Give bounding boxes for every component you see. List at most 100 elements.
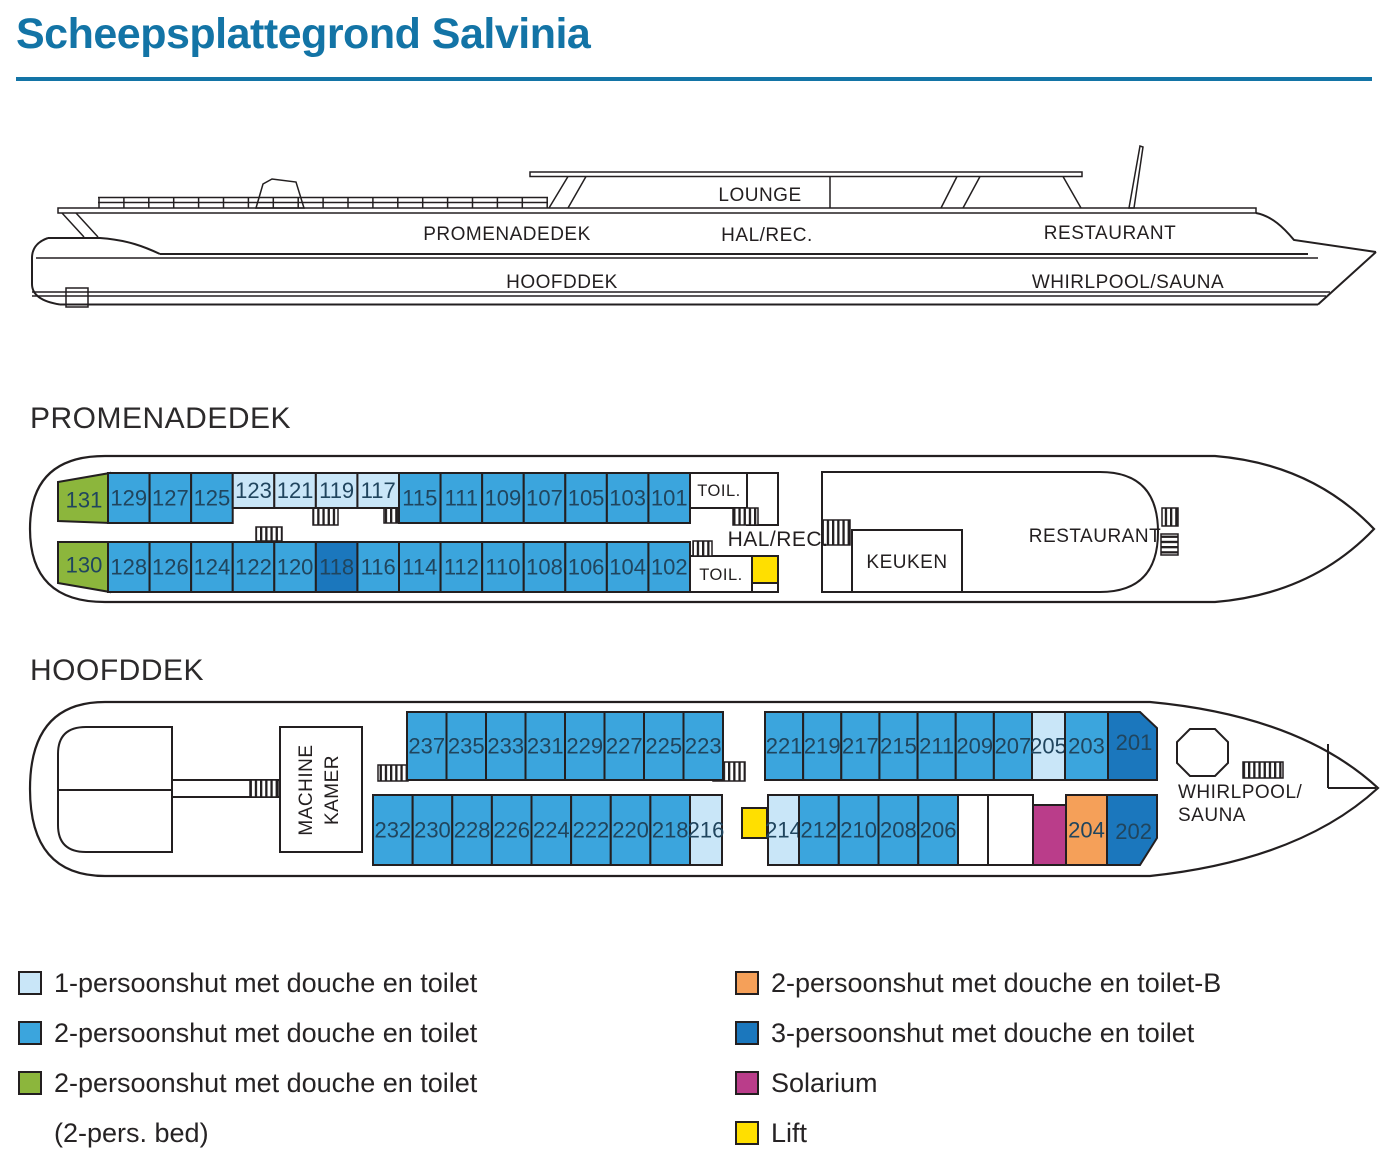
cabin-124: 124: [190, 541, 234, 593]
stairs-icon: [732, 507, 759, 526]
cabin-210: 210: [837, 794, 880, 866]
cabin-219: 219: [802, 711, 843, 781]
cabin-126: 126: [148, 541, 193, 593]
legend-label: Lift: [771, 1117, 808, 1148]
cabin-number: 114: [402, 555, 437, 580]
cabin-129: 129: [107, 472, 151, 524]
cabin-206: 206: [917, 794, 959, 866]
lounge-support: [940, 176, 958, 209]
stairs-icon: [1161, 507, 1179, 527]
cabin-233: 233: [485, 711, 527, 781]
whirlpool-icon: [1176, 728, 1229, 777]
cabin-number: 215: [880, 734, 917, 759]
cabin-number: 109: [485, 486, 522, 511]
toilet-room-top: [689, 472, 748, 509]
stairs-icon: [383, 507, 399, 524]
cabin-230: 230: [411, 794, 454, 866]
promenadedek-plan: TOIL. TOIL. HAL/REC. KEUKEN RESTAURANT 1…: [28, 454, 1376, 604]
stairs-icon: [249, 779, 279, 798]
cabin-number: 212: [801, 818, 838, 843]
stern-davit: [61, 212, 85, 238]
cabin-208: 208: [877, 794, 920, 866]
cabin-number: 131: [66, 487, 103, 512]
cabin-number: 128: [110, 555, 147, 580]
cabin-number: 116: [361, 555, 396, 580]
label-promenadedek: PROMENADEDEK: [423, 224, 591, 245]
cabin-229: 229: [564, 711, 606, 781]
solarium-area: [1032, 804, 1067, 866]
cabin-number: 111: [445, 486, 478, 511]
cabin-number: 209: [956, 734, 993, 759]
stairs-icon: [692, 540, 713, 557]
cabin-number: 233: [487, 734, 524, 759]
lounge-support: [962, 176, 981, 209]
cabin-130: 130: [57, 541, 111, 594]
cabin-number: 231: [527, 734, 564, 759]
legend-item-2pb-cont: (2-pers. bed): [18, 1108, 477, 1158]
legend-swatch-3p: [735, 1021, 759, 1045]
cabin-number: 227: [606, 734, 643, 759]
cabin-225: 225: [643, 711, 685, 781]
label-restaurant: RESTAURANT: [1044, 223, 1176, 244]
cabin-231: 231: [524, 711, 566, 781]
cabin-number: 121: [277, 478, 314, 503]
cabin-number: 122: [235, 555, 272, 580]
cabin-218: 218: [649, 794, 691, 866]
lounge-roof: [529, 171, 1083, 178]
cabin-number: 125: [194, 486, 231, 511]
cabin-number: 222: [573, 818, 610, 843]
legend-item-lift: Lift: [735, 1108, 1221, 1158]
cabin-number: 126: [152, 555, 189, 580]
cabin-number: 105: [568, 486, 605, 511]
label-machine-line2: KAMER: [322, 755, 343, 825]
stairs-icon: [312, 507, 339, 526]
stern-davit: [75, 212, 99, 238]
cabin-116: 116: [356, 541, 400, 593]
cabin-number: 216: [688, 818, 725, 843]
cabin-number: 130: [66, 552, 103, 577]
utility-strip: [751, 582, 779, 593]
lounge-support: [1062, 176, 1082, 209]
cabin-102: 102: [647, 541, 692, 593]
stairs-icon: [1242, 761, 1284, 779]
ship-side-profile: LOUNGE PROMENADEDEK HAL/REC. RESTAURANT …: [31, 145, 1377, 308]
legend-item-2pB: 2-persoonshut met douche en toilet-B: [735, 958, 1221, 1008]
cabin-114: 114: [398, 541, 442, 593]
cabin-224: 224: [530, 794, 573, 866]
legend-label: 2-persoonshut met douche en toilet: [54, 1067, 478, 1098]
hull-sheer-stern: [48, 237, 161, 255]
stairs-icon: [377, 764, 409, 782]
label-lounge: LOUNGE: [718, 185, 801, 206]
legend-swatch-sol: [735, 1071, 759, 1095]
keuken-room: [851, 529, 963, 593]
label-whirlpool-line2: SAUNA: [1178, 805, 1246, 826]
cabin-number: 226: [493, 818, 530, 843]
cabin-235: 235: [445, 711, 487, 781]
toilet-room-bottom: [689, 555, 753, 593]
cabin-number: 223: [685, 734, 722, 759]
label-toil-top: TOIL.: [697, 482, 740, 500]
cabin-number: 205: [1030, 734, 1067, 759]
cabin-number: 120: [277, 555, 314, 580]
stern-notch: [65, 287, 89, 308]
legend-item-2p: 2-persoonshut met douche en toilet: [18, 1008, 477, 1058]
legend-item-3p: 3-persoonshut met douche en toilet: [735, 1008, 1221, 1058]
label-hal-rec: HAL/REC.: [721, 225, 813, 246]
stairs-icon: [1160, 533, 1179, 556]
cabin-number: 108: [526, 555, 563, 580]
cabin-202: 202: [1106, 794, 1158, 866]
cabin-number: 220: [612, 818, 649, 843]
cabin-128: 128: [107, 541, 151, 593]
cabin-number: 203: [1068, 734, 1105, 759]
cabin-105: 105: [564, 472, 608, 524]
cabin-110: 110: [481, 541, 525, 593]
cabin-117: 117: [356, 472, 400, 509]
label-machine-line1: MACHINE: [296, 744, 317, 835]
label-whirlpool-sauna: WHIRLPOOL/SAUNA: [1032, 272, 1224, 293]
cabin-number: 123: [235, 478, 272, 503]
cabin-123: 123: [231, 472, 276, 509]
